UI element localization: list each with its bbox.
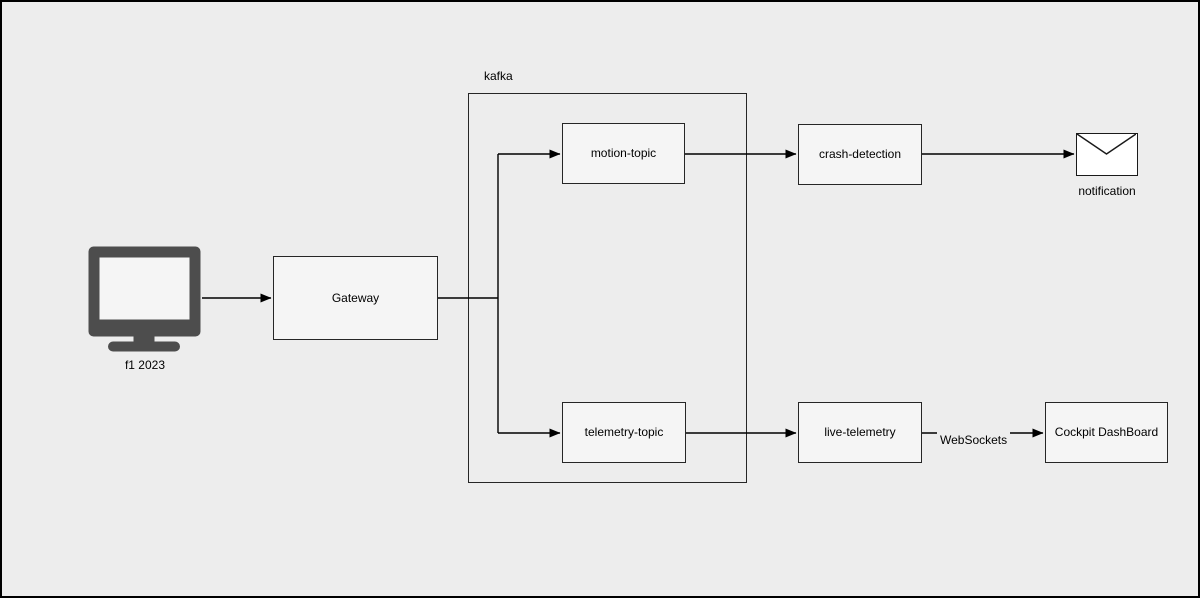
node-live-telemetry-label: live-telemetry [824, 425, 896, 440]
envelope-icon [1076, 133, 1138, 176]
node-motion-topic-label: motion-topic [590, 146, 657, 161]
notification-label: notification [1078, 184, 1136, 198]
kafka-group-label: kafka [484, 69, 513, 83]
kafka-group-container [468, 93, 747, 483]
node-crash-detection-label: crash-detection [818, 147, 902, 162]
node-gateway: Gateway [273, 256, 438, 340]
node-live-telemetry: live-telemetry [798, 402, 922, 463]
node-gateway-label: Gateway [331, 290, 380, 305]
node-cockpit-dashboard: Cockpit DashBoard [1045, 402, 1168, 463]
node-crash-detection: crash-detection [798, 124, 922, 185]
node-cockpit-dashboard-label: Cockpit DashBoard [1054, 425, 1159, 440]
node-telemetry-topic-label: telemetry-topic [584, 425, 664, 440]
monitor-icon [88, 246, 202, 352]
node-telemetry-topic: telemetry-topic [562, 402, 686, 463]
websockets-edge-label: WebSockets [937, 432, 1011, 448]
node-motion-topic: motion-topic [562, 123, 685, 184]
source-device-label: f1 2023 [124, 358, 166, 372]
